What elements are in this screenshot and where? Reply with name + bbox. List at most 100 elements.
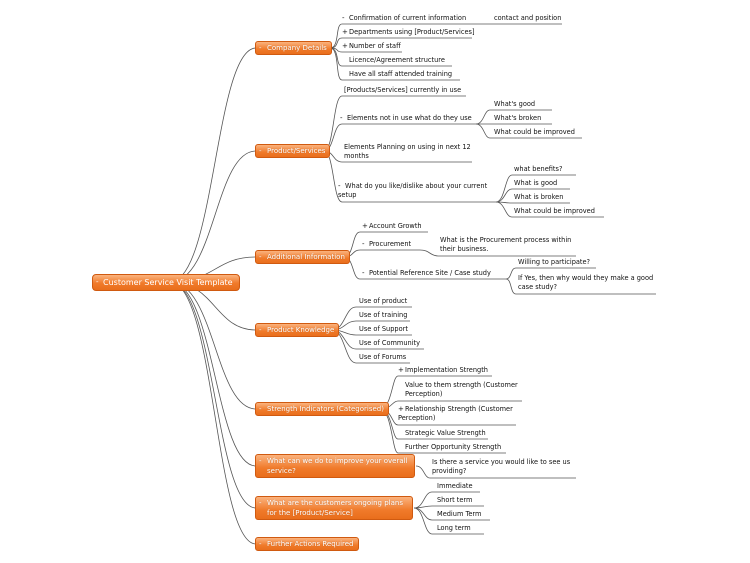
collapse-toggle[interactable]: - <box>259 253 262 261</box>
topic-node[interactable]: What's broken <box>494 114 541 123</box>
topic-node[interactable]: -Procurement <box>362 240 411 249</box>
topic-node[interactable]: What's good <box>494 100 535 109</box>
topic-label: Use of Support <box>359 325 408 333</box>
toggle-marker[interactable]: - <box>362 240 365 248</box>
topic-label: Immediate <box>437 482 473 490</box>
toggle-marker[interactable]: + <box>342 28 348 36</box>
topic-node[interactable]: Strategic Value Strength <box>405 429 486 438</box>
topic-node[interactable]: Use of product <box>359 297 407 306</box>
branch-additional-information[interactable]: - Additional Information <box>255 250 350 264</box>
root-node[interactable]: - Customer Service Visit Template <box>92 274 240 291</box>
topic-node[interactable]: Licence/Agreement structure <box>349 56 445 65</box>
connector <box>169 47 257 283</box>
collapse-toggle[interactable]: - <box>259 405 262 413</box>
connector <box>169 281 257 410</box>
collapse-toggle[interactable]: - <box>259 44 262 52</box>
topic-node[interactable]: +Departments using [Product/Services] <box>342 28 475 37</box>
topic-label: Departments using [Product/Services] <box>349 28 475 36</box>
topic-label: What's broken <box>494 114 542 122</box>
topic-node[interactable]: Use of training <box>359 311 407 320</box>
branch-ongoing-plans[interactable]: - What are the customers ongoing plans f… <box>255 496 413 520</box>
topic-node[interactable]: Medium Term <box>437 510 481 519</box>
topic-label: Procurement <box>369 240 412 248</box>
topic-node[interactable]: what benefits? <box>514 165 562 174</box>
topic-node[interactable]: What is the Procurement process within t… <box>440 236 576 254</box>
toggle-marker[interactable]: - <box>338 182 341 190</box>
topic-node[interactable]: +Number of staff <box>342 42 401 51</box>
toggle-marker[interactable]: - <box>362 269 365 277</box>
topic-node[interactable]: +Implementation Strength <box>398 366 488 375</box>
collapse-toggle[interactable]: - <box>259 540 262 548</box>
connector <box>169 281 257 545</box>
topic-label: Strategic Value Strength <box>405 429 486 437</box>
toggle-marker[interactable]: + <box>342 42 348 50</box>
branch-further-actions[interactable]: - Further Actions Required <box>255 537 359 551</box>
topic-label: What could be improved <box>514 207 595 215</box>
topic-node[interactable]: -What do you like/dislike about your cur… <box>338 182 494 200</box>
topic-node[interactable]: Long term <box>437 524 471 533</box>
topic-node[interactable]: Further Opportunity Strength <box>405 443 501 452</box>
topic-node[interactable]: -Potential Reference Site / Case study <box>362 269 491 278</box>
collapse-toggle[interactable]: - <box>259 457 262 465</box>
topic-node[interactable]: Elements Planning on using in next 12 mo… <box>344 143 472 161</box>
topic-node[interactable]: Short term <box>437 496 472 505</box>
root-label: Customer Service Visit Template <box>103 278 233 287</box>
topic-node[interactable]: -Elements not in use what do they use <box>340 114 472 123</box>
topic-node[interactable]: Is there a service you would like to see… <box>432 458 574 476</box>
topic-node[interactable]: Value to them strength (Customer Percept… <box>405 381 523 399</box>
topic-node[interactable]: [Products/Services] currently in use <box>344 86 461 95</box>
toggle-marker[interactable]: + <box>398 366 404 374</box>
topic-label: Further Opportunity Strength <box>405 443 502 451</box>
topic-node[interactable]: contact and position <box>494 14 561 23</box>
connector <box>169 281 257 509</box>
topic-node[interactable]: Use of Community <box>359 339 420 348</box>
topic-node[interactable]: Use of Support <box>359 325 408 334</box>
topic-node[interactable]: Have all staff attended training <box>349 70 452 79</box>
topic-label: Use of Community <box>359 339 421 347</box>
topic-label: Number of staff <box>349 42 401 50</box>
topic-label: Use of training <box>359 311 408 319</box>
topic-label: If Yes, then why would they make a good … <box>518 274 654 291</box>
collapse-toggle[interactable]: - <box>259 147 262 155</box>
branch-label: Further Actions Required <box>267 540 354 548</box>
branch-company-details[interactable]: - Company Details <box>255 41 332 55</box>
topic-node[interactable]: Use of Forums <box>359 353 406 362</box>
topic-node[interactable]: What could be improved <box>514 207 595 216</box>
topic-label: Implementation Strength <box>405 366 488 374</box>
topic-label: Is there a service you would like to see… <box>432 458 571 475</box>
topic-label: Potential Reference Site / Case study <box>369 269 491 277</box>
topic-label: What is the Procurement process within t… <box>440 236 572 253</box>
topic-node[interactable]: -Confirmation of current information <box>342 14 466 23</box>
topic-node[interactable]: What could be improved <box>494 128 575 137</box>
topic-label: Account Growth <box>369 222 422 230</box>
topic-label: [Products/Services] currently in use <box>344 86 462 94</box>
topic-label: What's good <box>494 100 536 108</box>
collapse-toggle[interactable]: - <box>259 326 262 334</box>
toggle-marker[interactable]: + <box>362 222 368 230</box>
topic-label: Long term <box>437 524 471 532</box>
topic-label: What do you like/dislike about your curr… <box>338 182 488 199</box>
toggle-marker[interactable]: - <box>342 14 345 22</box>
collapse-toggle[interactable]: - <box>96 278 99 286</box>
branch-product-knowledge[interactable]: - Product Knowledge <box>255 323 340 337</box>
topic-label: Elements Planning on using in next 12 mo… <box>344 143 471 160</box>
topic-node[interactable]: What is broken <box>514 193 563 202</box>
topic-node[interactable]: +Account Growth <box>362 222 422 231</box>
branch-strength-indicators[interactable]: - Strength Indicators (Categorised) <box>255 402 389 416</box>
topic-label: Relationship Strength (Customer Percepti… <box>398 405 513 422</box>
topic-node[interactable]: +Relationship Strength (Customer Percept… <box>398 405 518 423</box>
branch-improve-service[interactable]: - What can we do to improve your overall… <box>255 454 415 478</box>
topic-node[interactable]: Immediate <box>437 482 473 491</box>
topic-node[interactable]: Willing to participate? <box>518 258 590 267</box>
topic-node[interactable]: If Yes, then why would they make a good … <box>518 274 656 292</box>
branch-label: Additional Information <box>267 253 345 261</box>
topic-node[interactable]: What is good <box>514 179 557 188</box>
toggle-marker[interactable]: - <box>340 114 343 122</box>
branch-product-services[interactable]: - Product/Services <box>255 144 331 158</box>
branch-label: Strength Indicators (Categorised) <box>267 405 384 413</box>
topic-label: Licence/Agreement structure <box>349 56 445 64</box>
branch-label: What can we do to improve your overall s… <box>267 457 408 475</box>
topic-label: Confirmation of current information <box>349 14 467 22</box>
toggle-marker[interactable]: + <box>398 405 404 413</box>
collapse-toggle[interactable]: - <box>259 499 262 507</box>
